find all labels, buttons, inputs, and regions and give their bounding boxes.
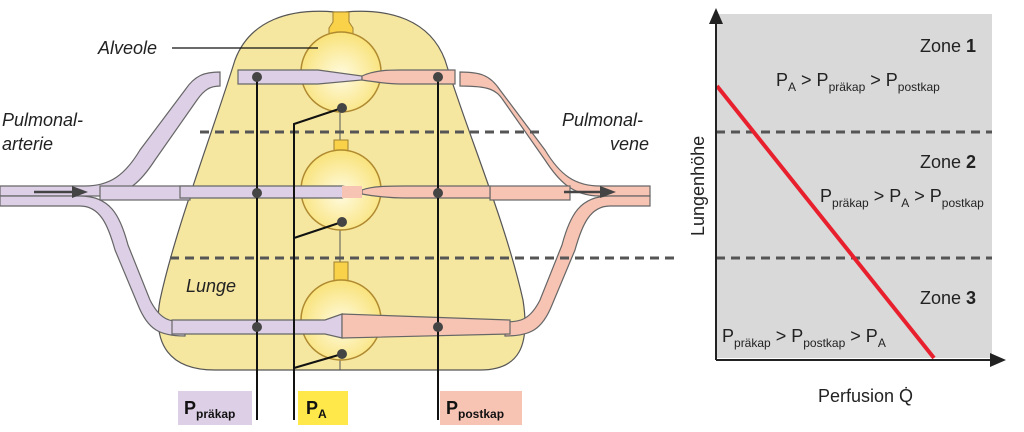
x-axis-label: Perfusion Q̇ bbox=[818, 386, 913, 406]
svg-text:Ppräkap: Ppräkap bbox=[184, 398, 235, 421]
capillary-top bbox=[237, 69, 456, 85]
flow-arrows bbox=[34, 186, 616, 198]
label-pulmonalarterie-2: arterie bbox=[2, 134, 53, 154]
zone-graph: Lungenhöhe Perfusion Q̇ Zone 1 PA > Pprä… bbox=[688, 8, 1006, 406]
lung-diagram: Alveole Pulmonal- arterie Pulmonal- vene… bbox=[0, 10, 680, 425]
label-pulmonalarterie-1: Pulmonal- bbox=[2, 110, 83, 130]
label-lunge: Lunge bbox=[186, 276, 236, 296]
zone-3-title: Zone 3 bbox=[920, 288, 976, 308]
pulmonary-artery bbox=[0, 71, 221, 337]
perfusion-line bbox=[715, 84, 936, 360]
y-axis-label: Lungenhöhe bbox=[688, 136, 708, 236]
svg-text:Ppostkap: Ppostkap bbox=[446, 398, 504, 421]
zone-2-relation: Ppräkap > PA > Ppostkap bbox=[820, 186, 984, 210]
pressure-label-alveolar: PA bbox=[298, 391, 348, 425]
pressure-dots bbox=[252, 72, 443, 359]
pressure-label-praekap: Ppräkap bbox=[178, 391, 252, 425]
zone-1-relation: PA > Ppräkap > Ppostkap bbox=[776, 70, 940, 94]
graph-axes bbox=[709, 8, 1006, 367]
label-alveole: Alveole bbox=[97, 38, 157, 58]
graph-background bbox=[716, 14, 992, 358]
capillary-middle bbox=[179, 185, 491, 199]
svg-text:PA: PA bbox=[306, 398, 327, 421]
label-pulmonalvene-2: vene bbox=[610, 134, 649, 154]
zone-2-title: Zone 2 bbox=[920, 152, 976, 172]
pressure-label-postkap: Ppostkap bbox=[440, 391, 522, 425]
zone-3-relation: Ppräkap > Ppostkap > PA bbox=[722, 326, 886, 350]
label-pulmonalvene-1: Pulmonal- bbox=[562, 110, 643, 130]
zone-1-title: Zone 1 bbox=[920, 36, 976, 56]
pressure-lines bbox=[256, 77, 439, 420]
